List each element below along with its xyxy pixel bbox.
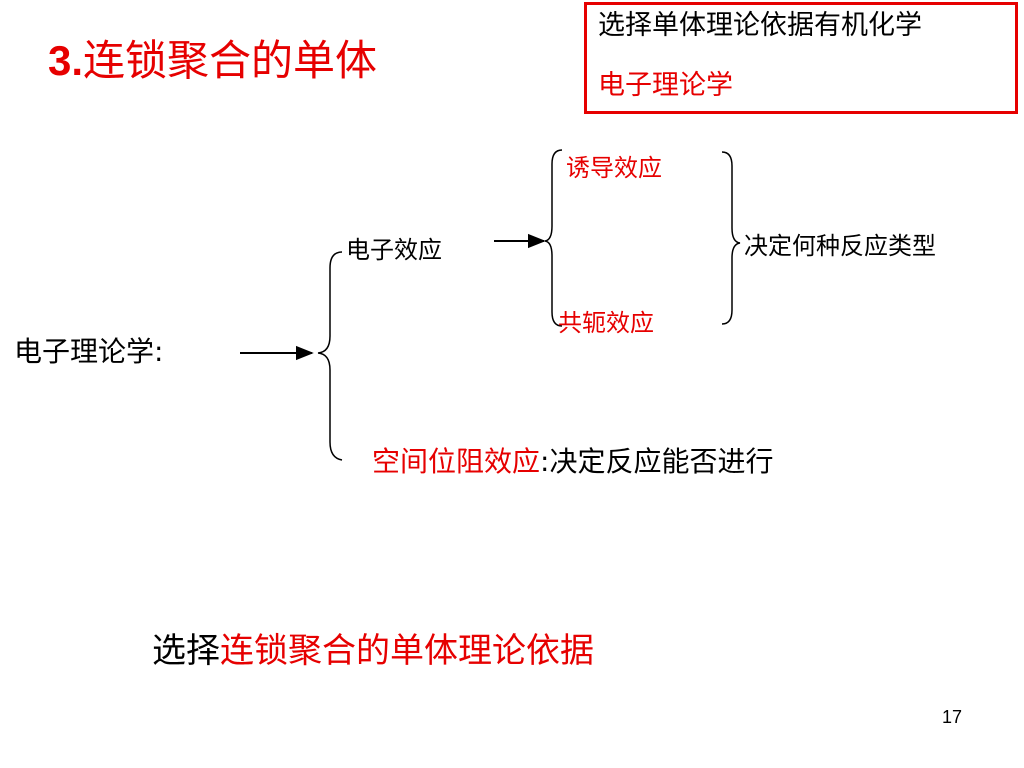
note-box: [584, 2, 1018, 114]
bottom-prefix: 选择: [152, 631, 220, 671]
reaction-type-label: 决定何种反应类型: [744, 232, 936, 260]
bottom-highlight: 连锁聚合的单体理论依据: [220, 631, 594, 671]
steric-effect-line: 空间位阻效应:决定反应能否进行: [372, 448, 773, 476]
main-brace: [317, 251, 343, 461]
steric-colon: :: [540, 445, 550, 478]
steric-result-label: 决定反应能否进行: [549, 445, 774, 478]
note-box-line2: 电子理论学: [598, 70, 733, 101]
steric-effect-label: 空间位阻效应: [372, 445, 541, 478]
inductive-effect-label: 诱导效应: [566, 154, 662, 182]
slide-title: 3.连锁聚合的单体: [48, 40, 377, 82]
conjugation-effect-label: 共轭效应: [558, 309, 654, 337]
effect-brace: [544, 149, 563, 327]
root-label: 电子理论学:: [14, 335, 164, 368]
note-box-line1: 选择单体理论依据有机化学: [598, 10, 922, 41]
title-number: 3.: [48, 37, 84, 84]
page-number: 17: [942, 707, 963, 727]
electron-effect-label: 电子效应: [346, 236, 442, 264]
bottom-statement: 选择连锁聚合的单体理论依据: [152, 634, 594, 668]
title-text: 连锁聚合的单体: [83, 36, 378, 85]
result-brace: [721, 151, 741, 325]
